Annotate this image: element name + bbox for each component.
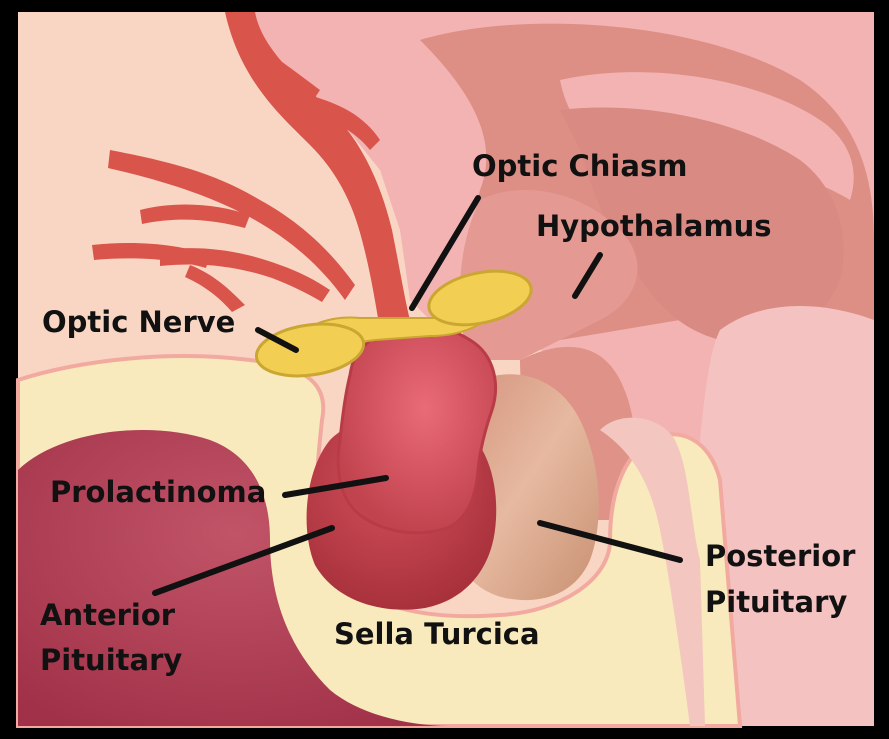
prolactinoma-tumor bbox=[338, 326, 495, 533]
prolactinoma-label: Prolactinoma bbox=[50, 475, 266, 509]
sella-turcica-label: Sella Turcica bbox=[334, 617, 540, 651]
anterior-pituitary-label-line2: Pituitary bbox=[40, 643, 182, 677]
anterior-pituitary-label-line1: Anterior bbox=[40, 598, 176, 632]
optic-chiasm-label: Optic Chiasm bbox=[472, 149, 687, 183]
posterior-pituitary-label-line1: Posterior bbox=[705, 539, 856, 573]
posterior-pituitary-label-line2: Pituitary bbox=[705, 585, 847, 619]
optic-nerve-label: Optic Nerve bbox=[42, 305, 235, 339]
hypothalamus-label: Hypothalamus bbox=[536, 209, 772, 243]
